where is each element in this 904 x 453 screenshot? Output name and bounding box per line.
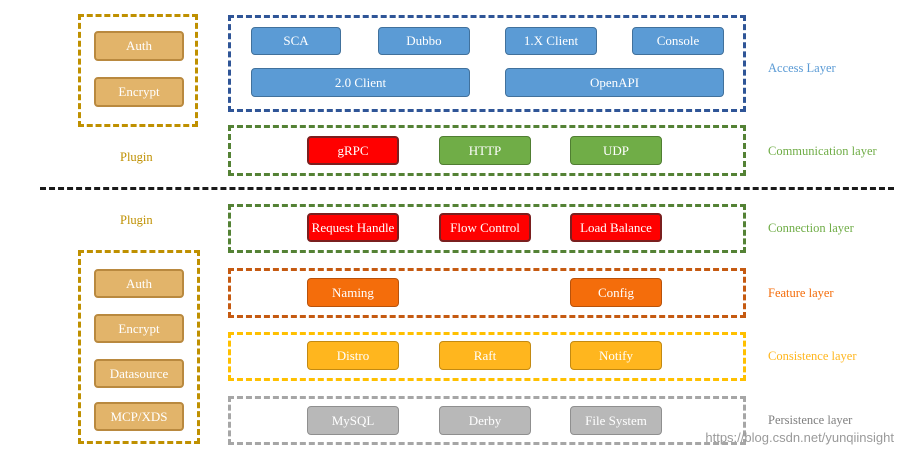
persistence-file-system-box: File System — [570, 406, 662, 435]
persistence-layer-frame — [228, 396, 746, 445]
plugin-frame-top — [78, 14, 198, 127]
connection-layer-frame — [228, 204, 746, 253]
consistence-distro-box: Distro — [307, 341, 399, 370]
access-console-box: Console — [632, 27, 724, 55]
persistence-layer-label: Persistence layer — [768, 413, 853, 427]
access-sca-box: SCA — [251, 27, 341, 55]
consistence-layer-frame — [228, 332, 746, 381]
plugin-bottom-mcp-xds-box: MCP/XDS — [94, 402, 184, 431]
plugin-bottom-label: Plugin — [120, 213, 153, 227]
plugin-bottom-datasource-box: Datasource — [94, 359, 184, 388]
connection-layer-label: Connection layer — [768, 221, 854, 235]
feature-layer-frame — [228, 268, 746, 318]
access-layer-label: Access Layer — [768, 61, 836, 75]
watermark-text: https://blog.csdn.net/yunqiinsight — [705, 430, 894, 445]
plugin-top-auth-box: Auth — [94, 31, 184, 61]
communication-layer-frame — [228, 125, 746, 176]
communication-udp-box: UDP — [570, 136, 662, 165]
plugin-top-label: Plugin — [120, 150, 153, 164]
plugin-bottom-encrypt-box: Encrypt — [94, 314, 184, 343]
connection-flow-control-box: Flow Control — [439, 213, 531, 242]
section-divider — [40, 187, 894, 190]
feature-naming-box: Naming — [307, 278, 399, 307]
access-layer-frame — [228, 15, 746, 112]
persistence-mysql-box: MySQL — [307, 406, 399, 435]
access-1x-client-box: 1.X Client — [505, 27, 597, 55]
plugin-top-encrypt-box: Encrypt — [94, 77, 184, 107]
communication-grpc-box: gRPC — [307, 136, 399, 165]
connection-request-handle-box: Request Handle — [307, 213, 399, 242]
persistence-derby-box: Derby — [439, 406, 531, 435]
feature-layer-label: Feature layer — [768, 286, 834, 300]
access-2-0-client-box: 2.0 Client — [251, 68, 470, 97]
connection-load-balance-box: Load Balance — [570, 213, 662, 242]
access-openapi-box: OpenAPI — [505, 68, 724, 97]
access-dubbo-box: Dubbo — [378, 27, 470, 55]
feature-config-box: Config — [570, 278, 662, 307]
communication-http-box: HTTP — [439, 136, 531, 165]
plugin-frame-bottom — [78, 250, 200, 444]
consistence-notify-box: Notify — [570, 341, 662, 370]
consistence-layer-label: Consistence layer — [768, 349, 857, 363]
plugin-bottom-auth-box: Auth — [94, 269, 184, 298]
consistence-raft-box: Raft — [439, 341, 531, 370]
communication-layer-label: Communication layer — [768, 144, 877, 158]
